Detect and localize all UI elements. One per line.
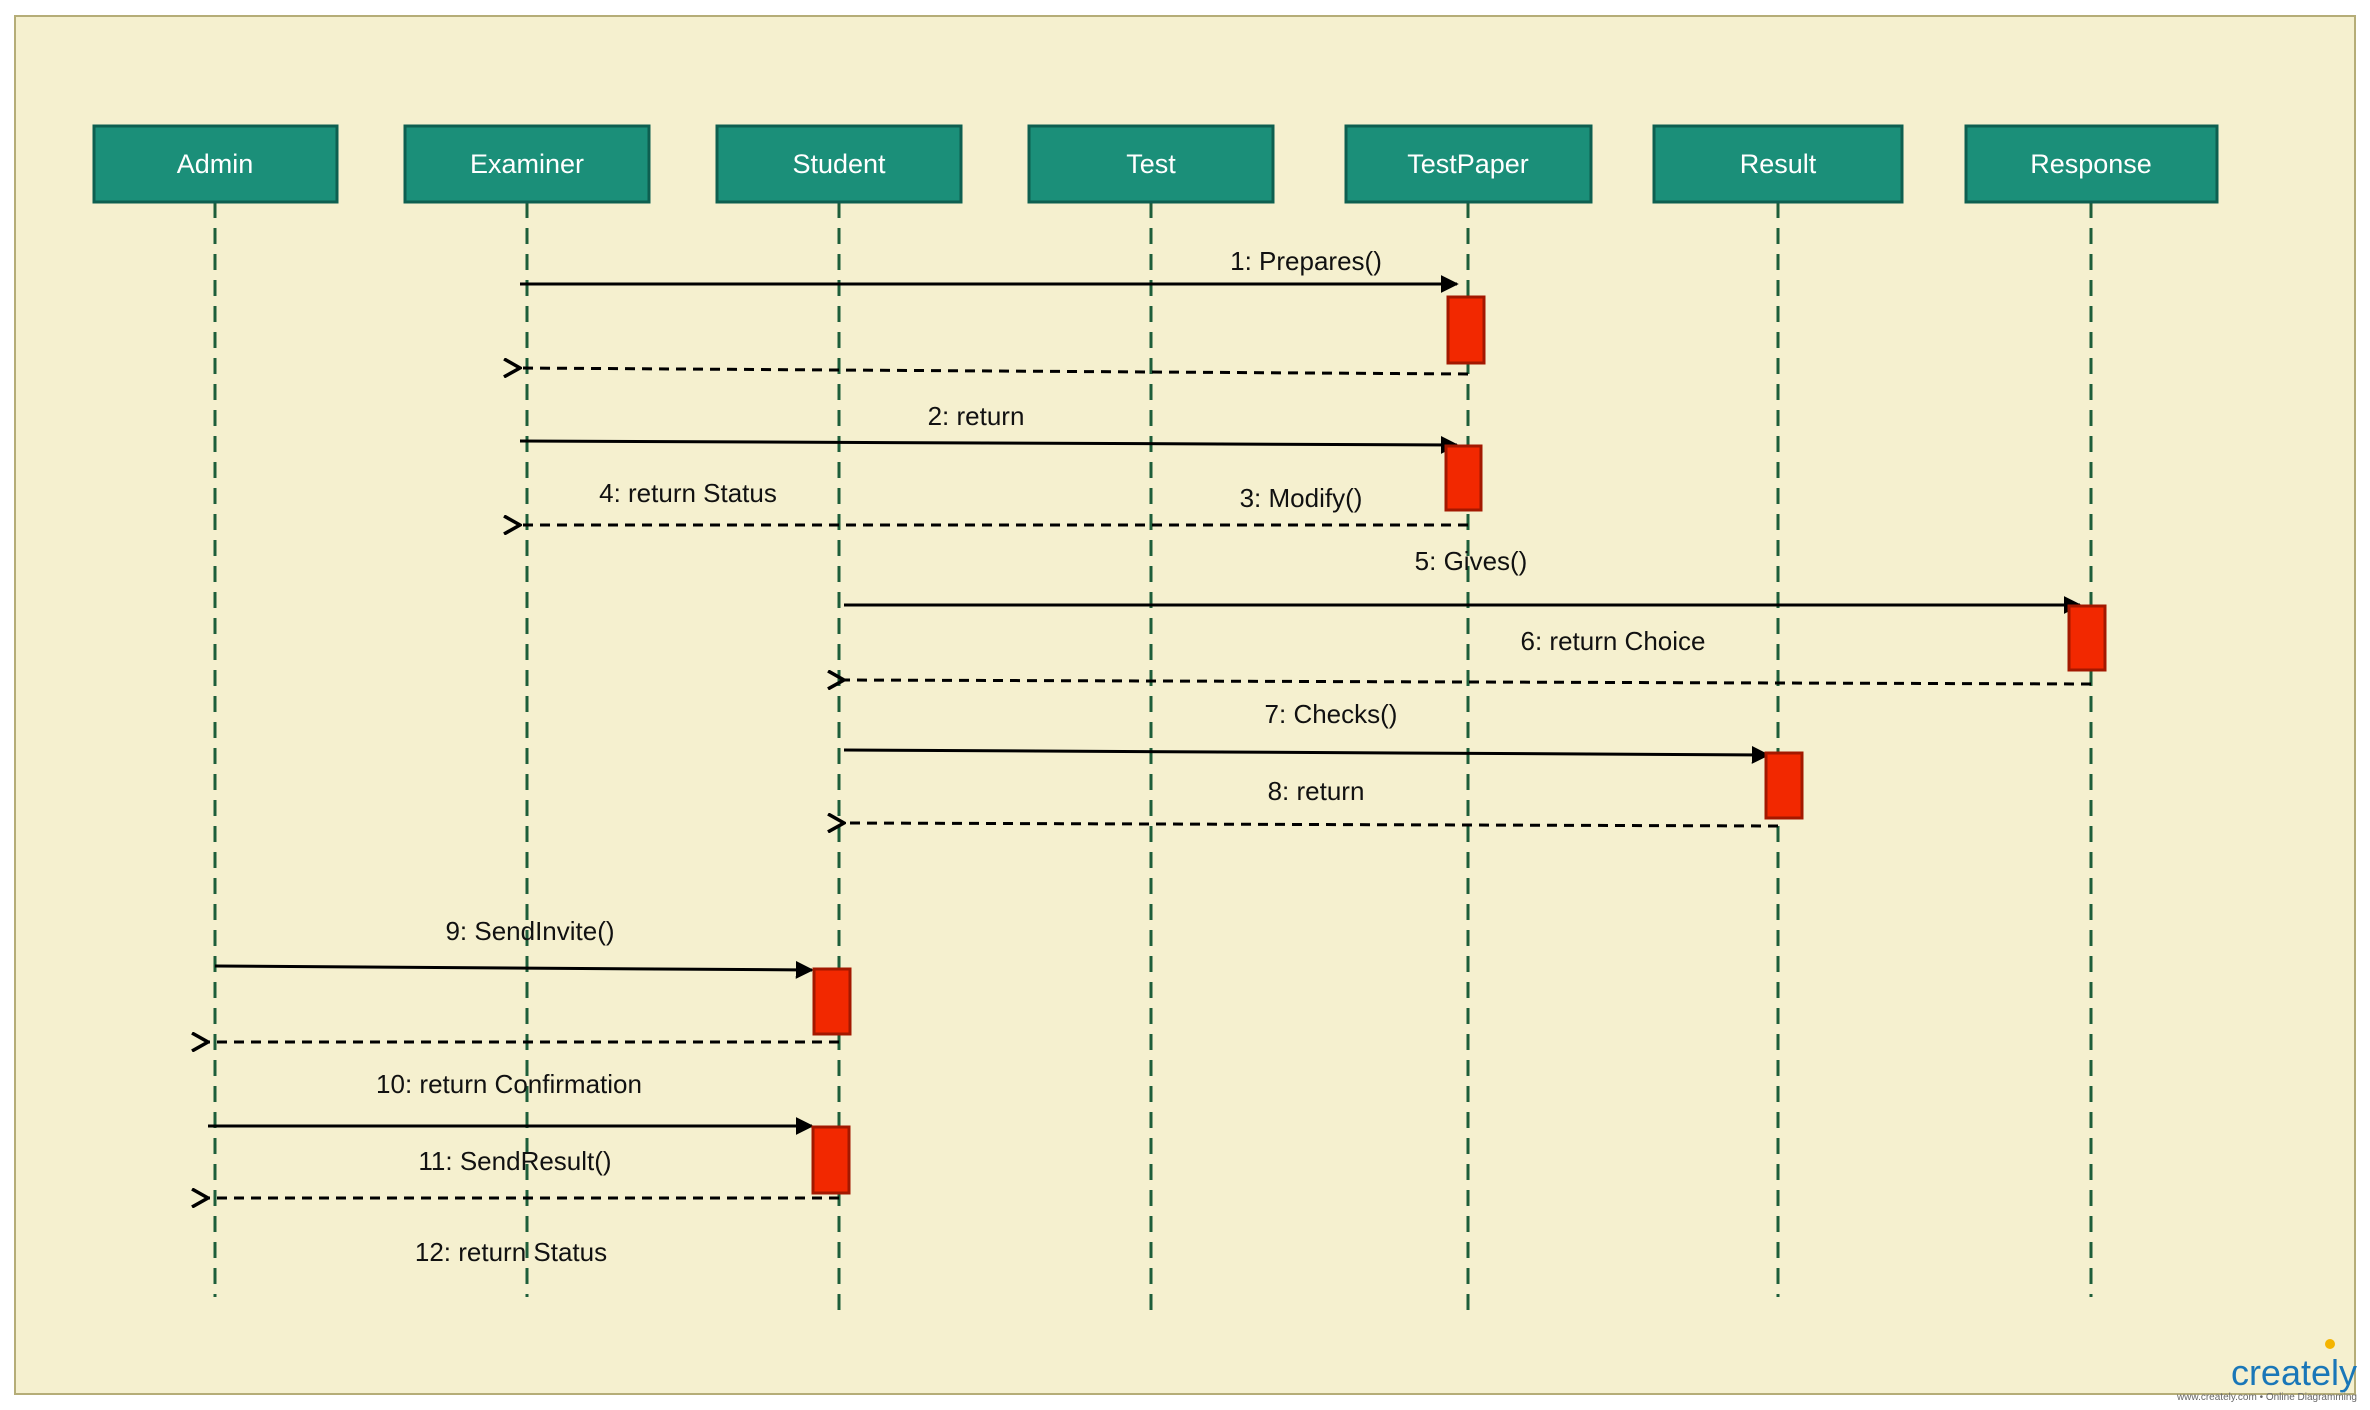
lifeline-label-test: Test bbox=[1126, 149, 1176, 179]
message-label-9: 9: SendInvite() bbox=[445, 916, 614, 946]
message-label-5: 5: Gives() bbox=[1415, 546, 1528, 576]
message-label-8: 8: return bbox=[1268, 776, 1365, 806]
lifeline-label-examiner: Examiner bbox=[470, 149, 584, 179]
lifeline-test[interactable]: Test bbox=[1027, 124, 1275, 204]
message-label-12: 12: return Status bbox=[415, 1237, 607, 1267]
message-label-4: 4: return Status bbox=[599, 478, 777, 508]
creately-logo[interactable]: creately www.creately.com • Online Diagr… bbox=[2176, 1339, 2357, 1403]
activation-bar-testpaper-1 bbox=[1446, 295, 1486, 365]
message-arrow-2[interactable] bbox=[519, 435, 1459, 454]
message-label-6: 6: return Choice bbox=[1521, 626, 1706, 656]
message-label-10: 10: return Confirmation bbox=[376, 1069, 642, 1099]
lifeline-response[interactable]: Response bbox=[1964, 124, 2219, 204]
return-arrow-6[interactable] bbox=[844, 680, 2092, 684]
message-label-1: 1: Prepares() bbox=[1230, 246, 1382, 276]
message-label-3: 3: Modify() bbox=[1240, 483, 1363, 513]
activation-bar-student-1 bbox=[812, 967, 852, 1036]
lifeline-label-result: Result bbox=[1740, 149, 1817, 179]
message-arrow-7[interactable] bbox=[843, 745, 1770, 764]
lifeline-admin[interactable]: Admin bbox=[92, 124, 339, 204]
lifeline-headers: Admin Examiner Student Test TestPaper Re… bbox=[92, 124, 2219, 204]
message-label-7: 7: Checks() bbox=[1265, 699, 1398, 729]
message-arrows bbox=[208, 275, 2092, 1198]
lifeline-examiner[interactable]: Examiner bbox=[403, 124, 651, 204]
message-labels: 1: Prepares() 2: return 3: Modify() 4: r… bbox=[376, 246, 1705, 1267]
activation-bars bbox=[811, 295, 2107, 1195]
activation-bar-response bbox=[2067, 604, 2107, 672]
lifeline-label-admin: Admin bbox=[177, 149, 254, 179]
return-arrow-8[interactable] bbox=[844, 823, 1779, 826]
lifeline-student[interactable]: Student bbox=[715, 124, 963, 204]
lifeline-label-student: Student bbox=[792, 149, 886, 179]
lifeline-lines bbox=[213, 202, 2093, 1310]
message-arrow-9[interactable] bbox=[214, 960, 814, 979]
creately-logo-wordmark: creately bbox=[2231, 1352, 2357, 1393]
diagram-canvas-background bbox=[14, 15, 2356, 1395]
activation-bar-result bbox=[1764, 751, 1804, 820]
creately-logo-bulb-icon bbox=[2325, 1339, 2335, 1349]
creately-logo-tagline: www.creately.com • Online Diagramming bbox=[2176, 1392, 2357, 1403]
activation-bar-testpaper-2 bbox=[1444, 444, 1483, 512]
lifeline-testpaper[interactable]: TestPaper bbox=[1344, 124, 1593, 204]
activation-bar-student-2 bbox=[811, 1125, 851, 1195]
lifeline-result[interactable]: Result bbox=[1652, 124, 1904, 204]
message-label-2: 2: return bbox=[928, 401, 1025, 431]
lifeline-label-testpaper: TestPaper bbox=[1407, 149, 1529, 179]
lifeline-label-response: Response bbox=[2030, 149, 2152, 179]
return-arrow-1[interactable] bbox=[520, 368, 1469, 374]
message-label-11: 11: SendResult() bbox=[418, 1146, 611, 1176]
